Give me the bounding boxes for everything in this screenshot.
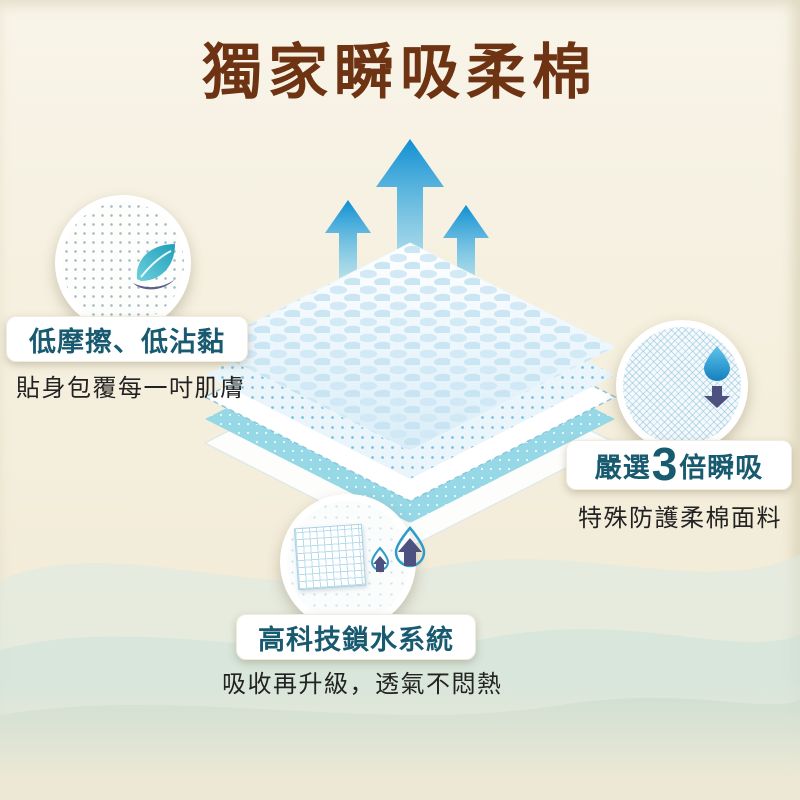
page-title: 獨家瞬吸柔棉 xyxy=(202,40,598,106)
absorb-label-number: 3 xyxy=(651,438,679,491)
friction-texture-swatch xyxy=(55,195,191,331)
absorb-description: 特殊防護柔棉面料 xyxy=(578,505,782,532)
absorb-label-prefix: 嚴選 xyxy=(594,452,651,483)
friction-label-pill: 低摩擦、低沾黏 xyxy=(6,316,248,362)
pad-layers xyxy=(203,242,617,548)
droplets-up-arrow-icon xyxy=(370,526,426,572)
lock-description: 吸收再升級，透氣不悶熱 xyxy=(222,671,503,698)
pad-illustration xyxy=(203,139,617,548)
breathability-arrows xyxy=(325,139,489,297)
lock-label: 高科技鎖水系統 xyxy=(258,624,454,655)
absorbent-core-patch xyxy=(293,523,367,591)
lock-label-pill: 高科技鎖水系統 xyxy=(236,614,476,660)
leaf-icon xyxy=(133,244,175,290)
friction-label: 低摩擦、低沾黏 xyxy=(29,326,225,357)
droplet-down-arrow-icon xyxy=(704,346,730,408)
absorb-label-pill: 嚴選 3 倍瞬吸 xyxy=(566,440,792,490)
friction-description: 貼身包覆每一吋肌膚 xyxy=(16,375,246,402)
absorb-label-suffix: 倍瞬吸 xyxy=(679,452,764,483)
